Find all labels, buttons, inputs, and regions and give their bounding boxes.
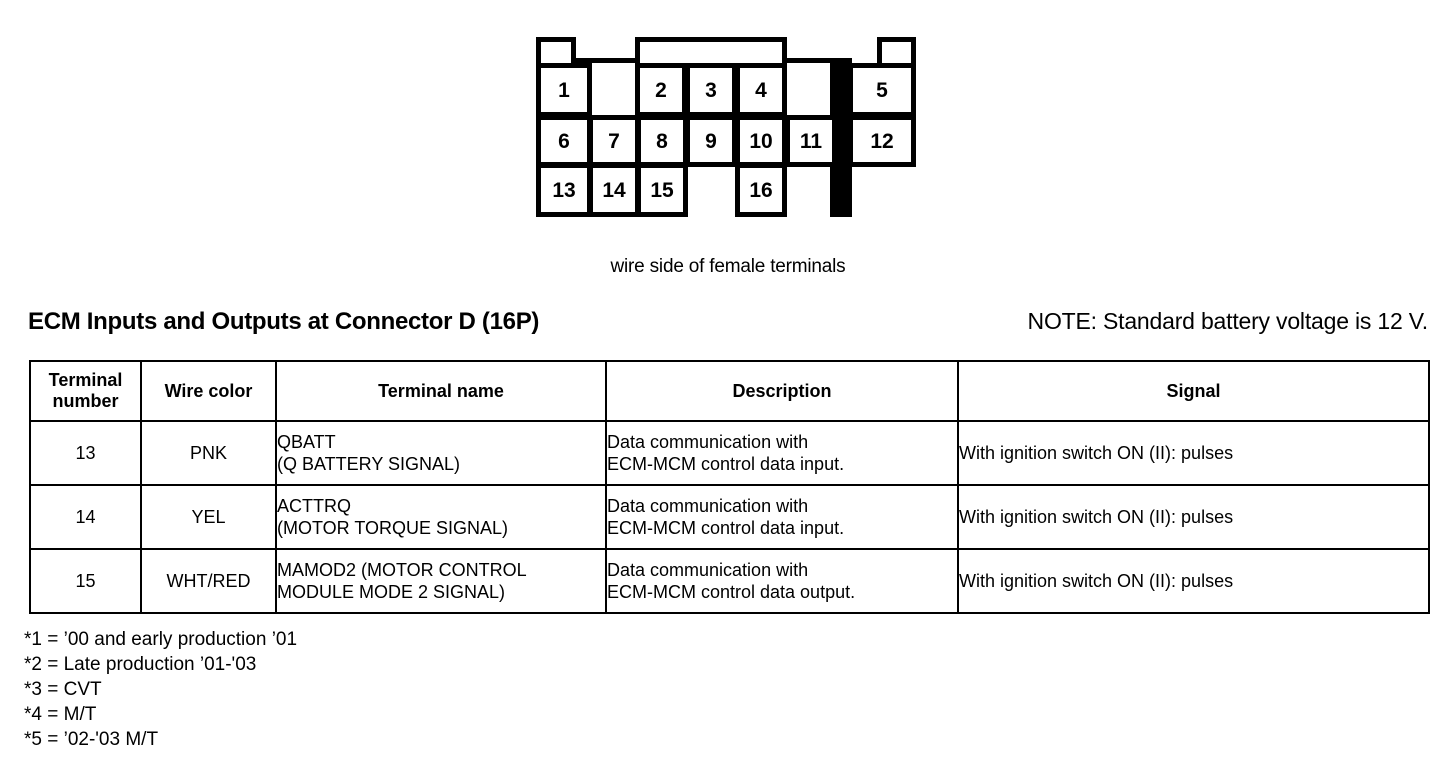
connector-pin-5: 5 <box>848 63 916 117</box>
footnote-5: *5 = ’02-'03 M/T <box>24 729 159 751</box>
battery-voltage-note: NOTE: Standard battery voltage is 12 V. <box>1027 308 1429 334</box>
cell-signal: With ignition switch ON (II): pulses <box>957 420 1430 486</box>
pin-label: 5 <box>876 78 888 102</box>
connector-shell-top-right <box>877 37 916 42</box>
section-header: ECM Inputs and Outputs at Connector D (1… <box>28 308 1428 336</box>
cell-terminal-number: 15 <box>29 548 142 614</box>
pin-label: 11 <box>799 129 823 153</box>
pin-label: 12 <box>870 129 894 153</box>
footnote-3: *3 = CVT <box>24 679 102 701</box>
connector-shell-top-gap <box>587 58 640 63</box>
connector-shell-top-right-run <box>787 58 852 63</box>
pin-label: 7 <box>608 129 620 153</box>
column-header-terminal-number: Terminal number <box>29 360 142 422</box>
cell-terminal-name: QBATT (Q BATTERY SIGNAL) <box>275 420 607 486</box>
cell-terminal-name: ACTTRQ (MOTOR TORQUE SIGNAL) <box>275 484 607 550</box>
table-header-row: Terminal number Wire color Terminal name… <box>29 360 1430 422</box>
cell-description: Data communication with ECM-MCM control … <box>605 484 959 550</box>
column-header-description: Description <box>605 360 959 422</box>
footnote-1: *1 = ’00 and early production ’01 <box>24 629 298 650</box>
connector-pin-16: 16 <box>735 163 787 217</box>
cell-wire-color: YEL <box>140 484 277 550</box>
cell-wire-color: WHT/RED <box>140 548 277 614</box>
cell-signal: With ignition switch ON (II): pulses <box>957 548 1430 614</box>
connector-pin-14: 14 <box>588 163 640 217</box>
pin-label: 16 <box>749 178 773 202</box>
footnote-4: *4 = M/T <box>24 704 97 726</box>
column-header-signal: Signal <box>957 360 1430 422</box>
footnotes-block: *1 = ’00 and early production ’01 *2 = L… <box>24 627 297 752</box>
cell-terminal-name: MAMOD2 (MOTOR CONTROL MODULE MODE 2 SIGN… <box>275 548 607 614</box>
connector-pin-12: 12 <box>848 115 916 167</box>
cell-terminal-number: 13 <box>29 420 142 486</box>
connector-shell-step-right-vert <box>877 37 882 63</box>
pin-label: 1 <box>558 78 570 102</box>
connector-shell-left <box>536 37 541 68</box>
connector-pin-1: 1 <box>536 63 592 117</box>
pin-label: 2 <box>655 78 667 102</box>
connector-pin-15: 15 <box>636 163 688 217</box>
cell-signal: With ignition switch ON (II): pulses <box>957 484 1430 550</box>
connector-shell-step-left-horz <box>571 58 592 63</box>
connector-pin-8: 8 <box>636 115 688 167</box>
connector-shell-step-left-vert <box>571 37 576 63</box>
connector-blank-cavity-row1 <box>590 63 640 117</box>
pin-label: 9 <box>705 129 717 153</box>
cell-wire-color: PNK <box>140 420 277 486</box>
connector-shell-top-left <box>536 37 576 42</box>
connector-pin-11: 11 <box>785 115 837 167</box>
connector-pin-6: 6 <box>536 115 592 167</box>
connector-pin-7: 7 <box>588 115 640 167</box>
pin-label: 6 <box>558 129 570 153</box>
connector-pin-13: 13 <box>536 163 592 217</box>
table-row: 13 PNK QBATT (Q BATTERY SIGNAL) Data com… <box>29 420 1430 486</box>
footnote-2: *2 = Late production ’01-'03 <box>24 654 257 676</box>
column-header-wire-color: Wire color <box>140 360 277 422</box>
pin-label: 4 <box>755 78 767 102</box>
connector-pin-10: 10 <box>735 115 787 167</box>
connector-shell-right <box>911 37 916 68</box>
cell-description: Data communication with ECM-MCM control … <box>605 420 959 486</box>
pin-label: 13 <box>552 178 576 202</box>
pin-label: 10 <box>749 129 773 153</box>
terminal-table: Terminal number Wire color Terminal name… <box>29 360 1430 614</box>
diagram-caption: wire side of female terminals <box>610 256 846 277</box>
pin-label: 8 <box>656 129 668 153</box>
page-title: ECM Inputs and Outputs at Connector D (1… <box>28 308 540 335</box>
connector-pinout-diagram: 1 2 3 4 5 6 7 8 9 10 11 12 13 14 15 16 <box>536 37 916 217</box>
pin-label: 15 <box>650 178 674 202</box>
connector-shell-bottom-left <box>536 212 688 217</box>
column-header-terminal-name: Terminal name <box>275 360 607 422</box>
connector-pin-9: 9 <box>685 115 737 167</box>
cell-description: Data communication with ECM-MCM control … <box>605 548 959 614</box>
connector-pin-4: 4 <box>735 63 787 117</box>
pin-label: 3 <box>705 78 717 102</box>
connector-pin-3: 3 <box>685 63 737 117</box>
table-row: 14 YEL ACTTRQ (MOTOR TORQUE SIGNAL) Data… <box>29 484 1430 550</box>
table-row: 15 WHT/RED MAMOD2 (MOTOR CONTROL MODULE … <box>29 548 1430 614</box>
cell-terminal-number: 14 <box>29 484 142 550</box>
connector-pin-2: 2 <box>635 63 687 117</box>
connector-divider-block <box>830 63 852 217</box>
pin-label: 14 <box>602 178 626 202</box>
